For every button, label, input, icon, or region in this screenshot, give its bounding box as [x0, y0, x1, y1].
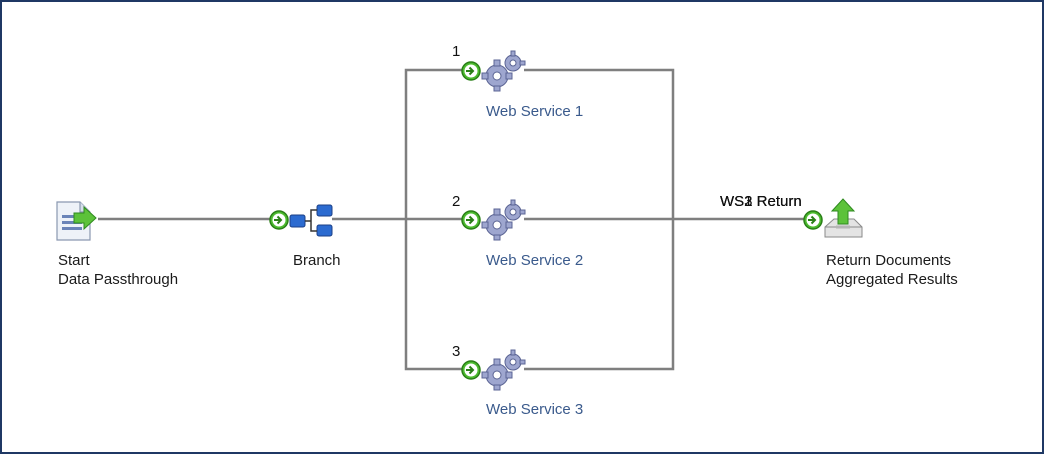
- return-label: Return Documents Aggregated Results: [826, 251, 958, 289]
- gears-icon[interactable]: [480, 199, 526, 246]
- connector-arrow-icon[interactable]: [460, 60, 482, 87]
- connector-arrow-icon[interactable]: [460, 209, 482, 236]
- ws1-return-label: WS1 Return: [720, 193, 802, 210]
- return-title: Return Documents: [826, 252, 952, 269]
- path-number-2: 2: [452, 193, 461, 210]
- gears-icon[interactable]: [480, 50, 526, 97]
- connector-arrow-icon[interactable]: [268, 209, 290, 236]
- ws2-return-label: WS2 Return: [720, 193, 802, 210]
- start-label: Start Data Passthrough: [58, 251, 178, 289]
- wire-branch-ws1: [404, 68, 464, 219]
- branch-icon[interactable]: [289, 204, 335, 243]
- branch-label: Branch: [293, 252, 341, 269]
- start-title: Start: [58, 252, 90, 269]
- return-subtitle: Aggregated Results: [826, 271, 958, 288]
- path-number-1: 1: [452, 43, 461, 60]
- document-arrow-icon[interactable]: [54, 200, 98, 247]
- web-service-1-label[interactable]: Web Service 1: [486, 103, 584, 120]
- wire-ws1-out: [524, 68, 675, 219]
- gears-icon[interactable]: [480, 349, 526, 396]
- start-subtitle: Data Passthrough: [58, 271, 179, 288]
- return-upload-icon[interactable]: [822, 197, 864, 248]
- web-service-3-label[interactable]: Web Service 3: [486, 401, 584, 418]
- wire-ws3-out: [524, 219, 675, 371]
- web-service-2-label[interactable]: Web Service 2: [486, 252, 584, 269]
- connector-arrow-icon[interactable]: [460, 359, 482, 386]
- wire-branch-ws3: [404, 219, 464, 371]
- connector-arrow-icon[interactable]: [802, 209, 824, 236]
- ws3-return-label: WS3 Return: [720, 193, 802, 210]
- path-number-3: 3: [452, 343, 461, 360]
